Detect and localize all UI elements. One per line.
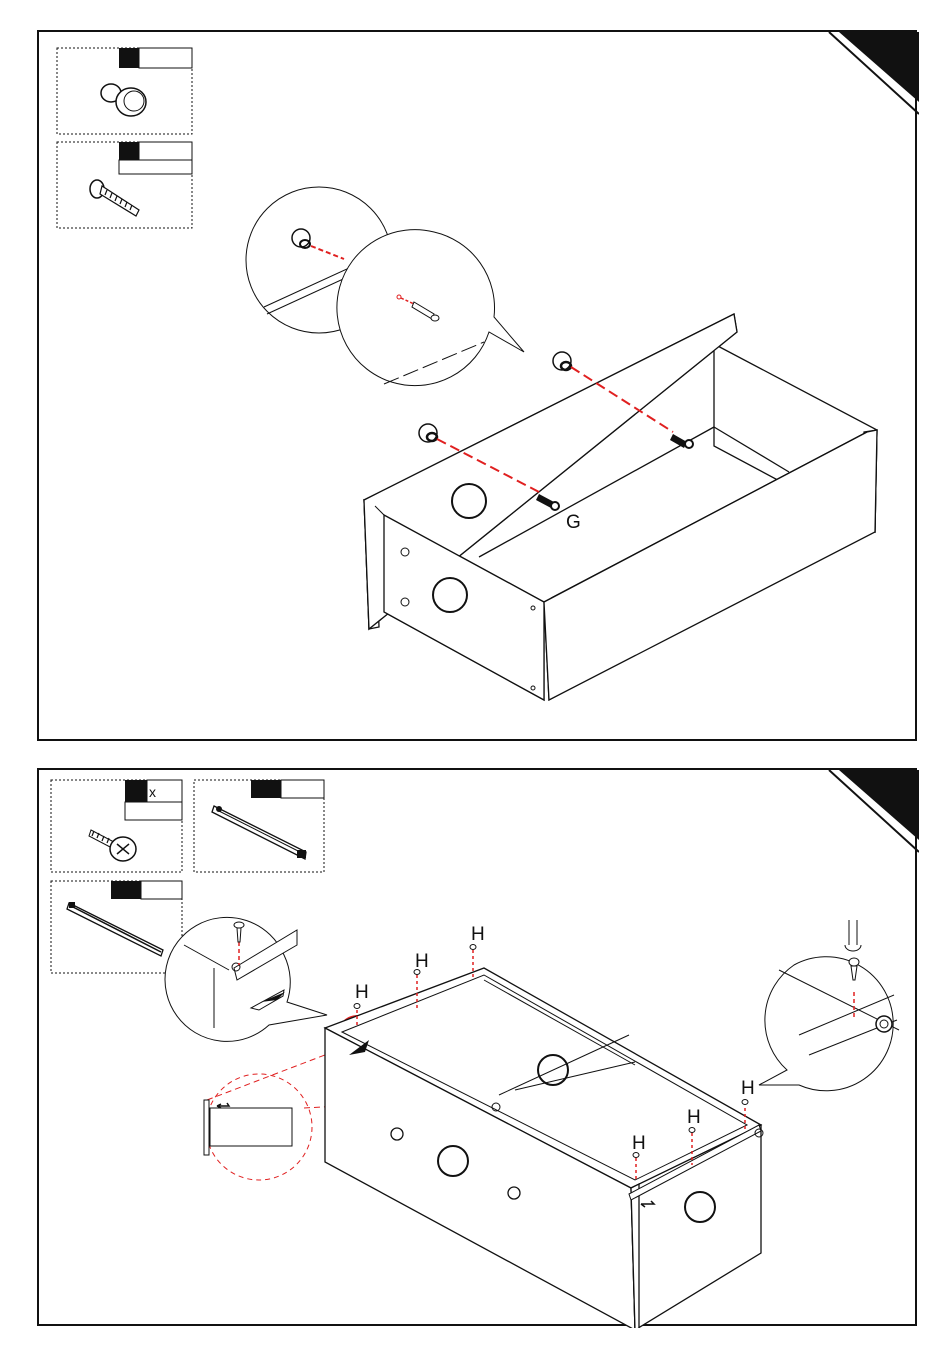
zoom-bubble-right [337,230,524,386]
screw-label-h: H [632,1133,646,1154]
quantity-mark: x [149,784,156,800]
parts-box-rail-upper [194,780,324,872]
parts-box-screw: x [51,780,182,872]
drawer-slide-icon [212,806,306,859]
step-2-diagram: x [39,770,919,1328]
parts-box-bolt [57,142,192,228]
screw-label-h: H [355,982,369,1003]
screw-label-h: H [415,951,429,972]
step-1-panel: G [37,30,917,741]
parts-box-rail-lower [51,881,182,973]
zoom-bubble-rail-back [759,920,899,1091]
knob [508,1187,520,1199]
knob-icon [101,84,146,116]
step-number-tab [839,770,919,840]
screw-label-h: H [471,924,485,945]
screw-label-h: H [687,1107,701,1128]
step-2-panel: x [37,768,917,1326]
bolt-icon [90,180,139,216]
step-number-tab [839,32,919,102]
knob [391,1128,403,1140]
parts-box-knob [57,48,192,134]
wood-screw-icon [89,830,136,861]
step-1-diagram: G [39,32,919,743]
screw-label-h: H [741,1078,755,1099]
screw-label-g: G [566,512,581,533]
zoom-bubble-rail-front [165,917,327,1041]
cabinet-rail-icon [67,902,163,956]
